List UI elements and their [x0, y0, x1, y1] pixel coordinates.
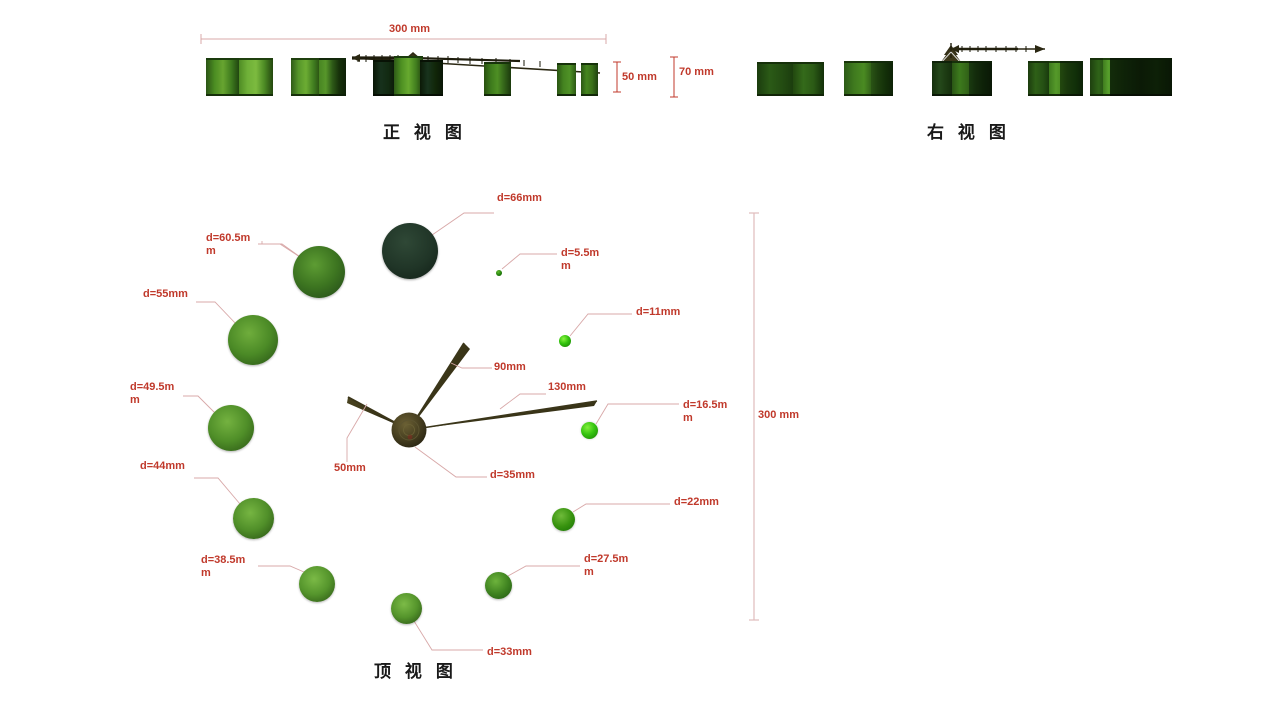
circle-16-5-label: d=16.5m m: [683, 399, 728, 424]
leader-50: [346, 403, 368, 462]
front-width-label: 300 mm: [389, 23, 430, 35]
leader-22: [572, 503, 670, 513]
right-view-title: 右 视 图: [927, 123, 1010, 143]
front-cyl-9: [557, 63, 576, 96]
right-cyl-4: [871, 61, 893, 96]
leader-33: [413, 620, 483, 651]
circle-33-label: d=33mm: [487, 646, 532, 658]
leader-49-5: [183, 395, 217, 415]
leader-27-5: [507, 565, 580, 577]
leader-90: [450, 362, 492, 369]
right-cyl-9: [1049, 61, 1063, 96]
front-h50-label: 50 mm: [622, 71, 657, 83]
right-cyl-10: [1060, 61, 1083, 96]
hub-diameter-label: d=35mm: [490, 469, 535, 481]
right-cyl-11: [1090, 58, 1107, 96]
right-cyl-8: [1028, 61, 1051, 96]
circle-16-5: [581, 422, 598, 439]
leader-16-5: [595, 403, 679, 425]
circle-11: [559, 335, 571, 347]
top-height-dimension: [749, 212, 759, 621]
right-cyl-2: [793, 62, 824, 96]
circle-44-label: d=44mm: [140, 460, 185, 472]
circle-38-5-label: d=38.5m m: [201, 554, 246, 579]
circle-66: [382, 223, 438, 279]
right-cyl-7: [969, 61, 992, 96]
front-view-title: 正 视 图: [383, 123, 466, 143]
top-view-title: 顶 视 图: [374, 662, 457, 682]
leader-5-5: [501, 253, 557, 270]
circle-5-5-label: d=5.5m m: [561, 247, 600, 272]
circle-27-5-label: d=27.5m m: [584, 553, 629, 578]
circle-5-5: [496, 270, 502, 276]
circle-22: [552, 508, 575, 531]
right-cyl-12: [1103, 58, 1114, 96]
right-cyl-1: [757, 62, 795, 96]
circle-55: [228, 315, 278, 365]
front-cyl-7: [420, 60, 443, 96]
front-h70-dimension: [670, 56, 678, 98]
right-view-hands: [939, 43, 1045, 65]
circle-60-5-label: d=60.5m m: [206, 232, 251, 257]
hub: [391, 412, 427, 448]
circle-38-5: [299, 566, 335, 602]
circle-49-5-label: d=49.5m m: [130, 381, 175, 406]
circle-44: [233, 498, 274, 539]
leader-11: [569, 313, 632, 337]
hand-50-label: 50mm: [334, 462, 366, 474]
circle-22-label: d=22mm: [674, 496, 719, 508]
front-h50-dimension: [613, 61, 621, 93]
leader-130: [499, 393, 546, 410]
leader-35: [414, 446, 487, 478]
circle-11-label: d=11mm: [636, 306, 681, 318]
circle-49-5: [208, 405, 254, 451]
right-cyl-13: [1110, 58, 1172, 96]
front-cyl-2: [239, 58, 273, 96]
front-cyl-6: [394, 56, 423, 96]
circle-33: [391, 593, 422, 624]
leader-44: [194, 477, 241, 505]
circle-66-label: d=66mm: [497, 192, 542, 204]
circle-60-5: [293, 246, 345, 298]
front-cyl-1: [206, 58, 240, 96]
leader-lines: [183, 212, 679, 651]
leader-38-5: [258, 565, 305, 573]
hand-90-label: 90mm: [494, 361, 526, 373]
leader-66: [418, 212, 494, 245]
front-cyl-3: [291, 58, 321, 96]
right-cyl-3: [844, 61, 874, 96]
front-cyl-10: [581, 63, 598, 96]
front-width-dimension: [200, 34, 607, 44]
leader-55: [196, 301, 238, 326]
hand-130-label: 130mm: [548, 381, 586, 393]
front-cyl-5: [373, 60, 396, 96]
front-h70-label: 70 mm: [679, 66, 714, 78]
top-view-clock-hands: [347, 342, 598, 448]
front-cyl-4: [319, 58, 346, 96]
top-height-label: 300 mm: [758, 409, 799, 421]
circle-27-5: [485, 572, 512, 599]
front-cyl-8: [484, 62, 511, 96]
circle-55-label: d=55mm: [143, 288, 188, 300]
